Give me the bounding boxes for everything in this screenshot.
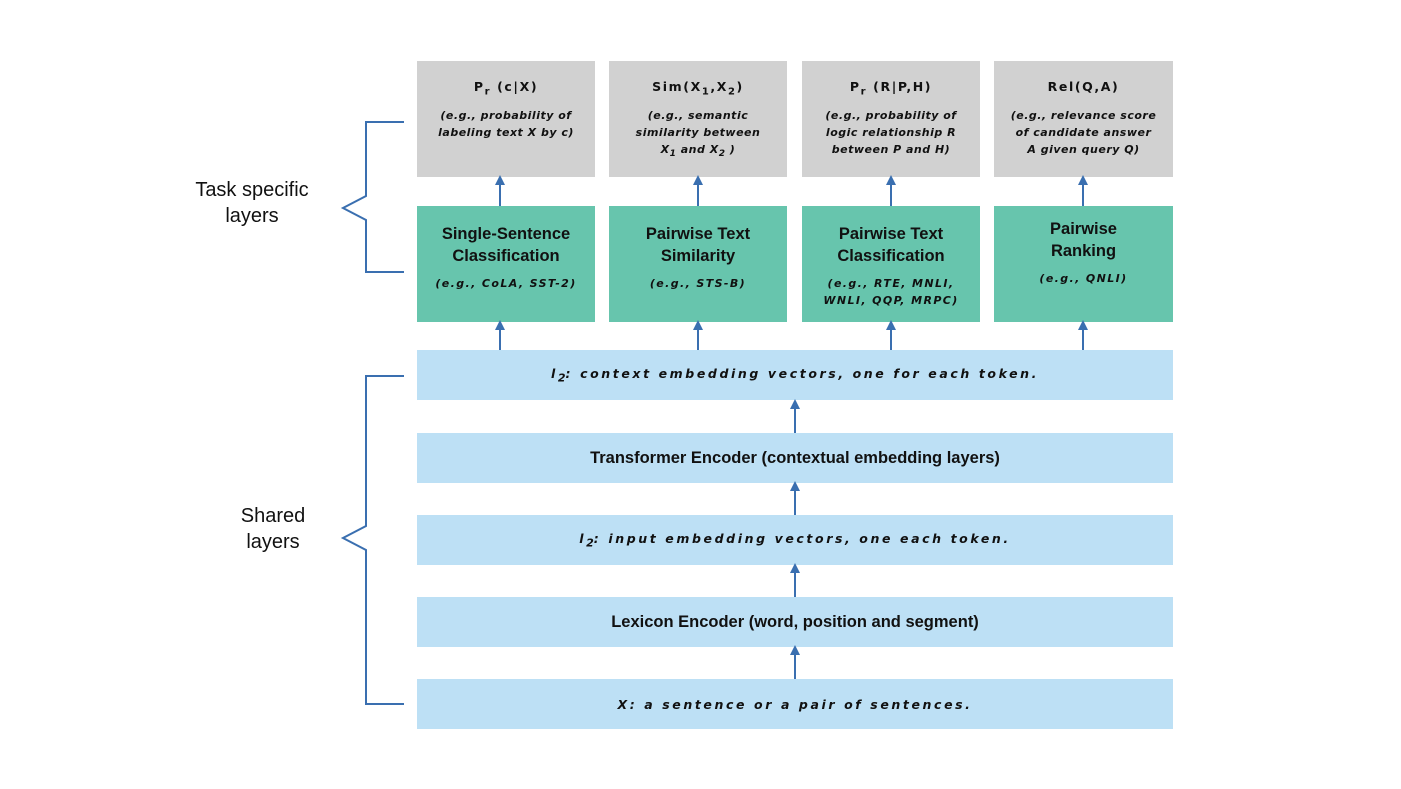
task-example: (e.g., RTE, MNLI,WNLI, QQP, MRPC) <box>823 277 959 307</box>
input-embedding-layer: l2: input embedding vectors, one each to… <box>417 515 1173 565</box>
input-embedding-text: l2: input embedding vectors, one each to… <box>579 530 1011 550</box>
input-sentence-text: X: a sentence or a pair of sentences. <box>617 696 973 712</box>
transformer-encoder-text: Transformer Encoder (contextual embeddin… <box>590 448 1000 467</box>
transformer-encoder-layer: Transformer Encoder (contextual embeddin… <box>417 433 1173 483</box>
output-title: Pr (c|X) <box>473 79 539 98</box>
task-label-line2: layers <box>225 205 279 227</box>
lexicon-encoder-layer: Lexicon Encoder (word, position and segm… <box>417 597 1173 647</box>
task-specific-layers-label: Task specific layers <box>172 177 332 229</box>
lexicon-encoder-text: Lexicon Encoder (word, position and segm… <box>611 612 979 631</box>
shared-layers-brace <box>340 375 404 705</box>
input-sentence-layer: X: a sentence or a pair of sentences. <box>417 679 1173 729</box>
output-title: Pr (R|P,H) <box>849 79 933 98</box>
context-embedding-text: l2: context embedding vectors, one for e… <box>550 365 1040 385</box>
shared-label-line1: Shared <box>240 505 306 527</box>
task-label-line1: Task specific <box>195 179 309 201</box>
output-title: Rel(Q,A) <box>1047 79 1120 94</box>
task-example: (e.g., QNLI) <box>1039 272 1128 285</box>
task-example: (e.g., STS-B) <box>649 277 747 290</box>
context-embedding-layer: l2: context embedding vectors, one for e… <box>417 350 1173 400</box>
output-title: Sim(X1,X2) <box>652 79 744 98</box>
task-layers-brace <box>340 121 404 273</box>
shared-label-line2: layers <box>246 531 300 553</box>
shared-layers-label: Shared layers <box>193 503 353 555</box>
task-example: (e.g., CoLA, SST-2) <box>435 277 577 290</box>
